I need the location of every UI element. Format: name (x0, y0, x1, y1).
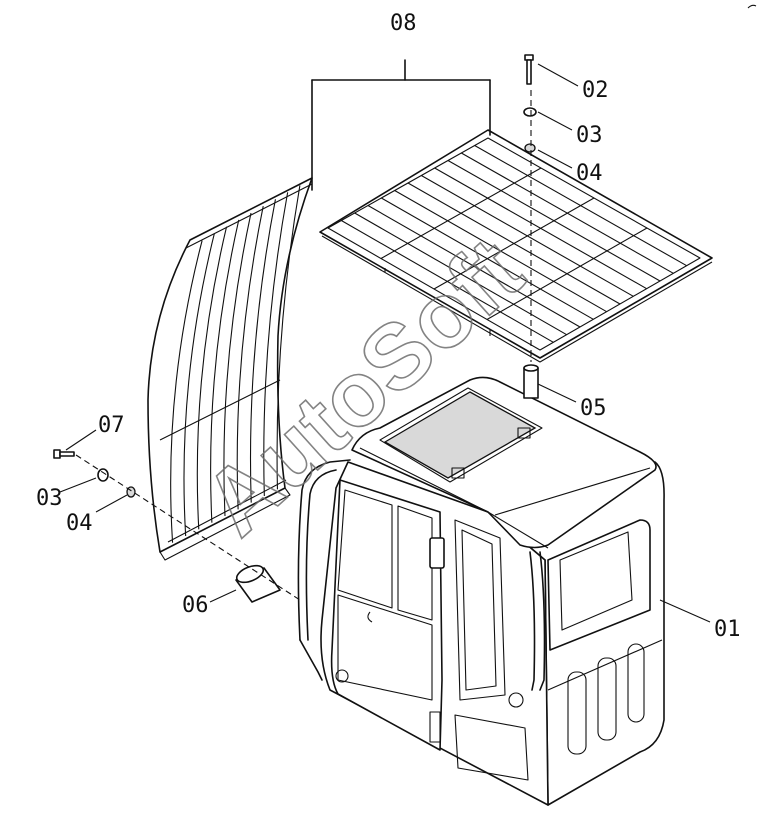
front-guard-bar (196, 226, 228, 530)
spacer-06 (235, 564, 281, 603)
callout-08: 08 (390, 11, 417, 36)
washer-03-left (97, 468, 109, 482)
callout-03-top: 03 (576, 123, 603, 148)
front-guard (147, 177, 313, 561)
spring-washer-04-top (524, 143, 536, 153)
front-guard-bar (210, 219, 240, 523)
callout-06: 06 (182, 593, 209, 618)
corner-mark (747, 4, 757, 9)
front-guard-bar (236, 206, 264, 510)
front-guard-bar (170, 240, 203, 543)
leader-lines (59, 59, 711, 623)
callout-01: 01 (714, 617, 741, 642)
front-guard-bar (249, 199, 276, 503)
callout-07: 07 (98, 413, 125, 438)
washer-03-top (523, 107, 537, 117)
front-guard-bar (263, 192, 289, 497)
callout-03-left: 03 (36, 486, 63, 511)
callout-04-top: 04 (576, 161, 603, 186)
spacer-05 (523, 364, 539, 399)
front-guard-bar (223, 212, 252, 517)
bolt-02 (524, 54, 534, 85)
guard-crossbar (433, 197, 595, 290)
callout-05: 05 (580, 396, 607, 421)
bolt-07 (53, 449, 75, 459)
callout-04-left: 04 (66, 511, 93, 536)
callout-02: 02 (582, 78, 609, 103)
guard-crossbar (486, 227, 648, 320)
operator-cab (297, 376, 665, 806)
callout-labels: 08 02 03 04 05 01 07 03 04 06 (36, 11, 741, 642)
guard-crossbar (380, 167, 542, 259)
front-guard-bar (183, 233, 215, 537)
front-guard-bar (276, 185, 301, 490)
